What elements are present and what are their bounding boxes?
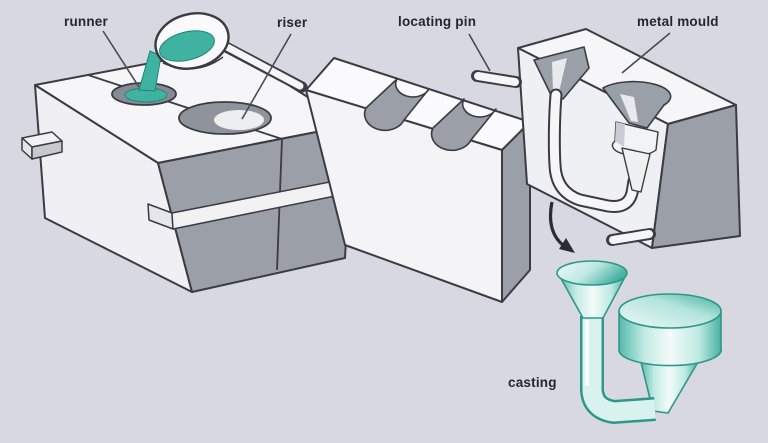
mould-half-block [305,57,531,303]
metal-mould-end-face [651,104,741,249]
cavity-runner-funnel-highlight [552,58,567,92]
mould-half-end-face [501,121,531,303]
locating-pin-label: locating pin [398,14,476,29]
casting-funnel-top [556,260,628,286]
cavity-gate-cone [621,147,651,193]
flow-arrow-shaft [548,201,566,248]
ladle-handle [223,43,304,90]
riser-hole-highlight [214,110,264,130]
casting-disc-top [618,293,722,329]
casting-tube [582,314,656,422]
runner-leader-line [102,30,140,88]
runner-half-notch [363,78,430,132]
riser-half-notch [430,98,497,152]
metal-mould-block [471,28,741,249]
side-lug-front [31,140,63,160]
casting-label: casting [508,375,557,390]
ladle-rim-line [162,56,224,70]
flow-arrow-icon [548,201,575,253]
ladle-molten-metal [159,30,215,62]
flow-arrow-head [559,238,575,253]
riser-label: riser [277,15,308,30]
cavity-disc-shading [615,122,625,147]
pouring-ladle [154,12,308,93]
locating-pin-leader-line [468,33,491,72]
metal-mould-label: metal mould [637,14,719,29]
cavity-channel [549,90,639,211]
riser-leader-line [241,33,292,120]
finished-casting [556,260,723,425]
cavity-riser-funnel [602,80,672,129]
leader-lines [102,30,671,120]
metal-mould-leader-line [621,32,671,74]
molten-metal-pour [124,50,168,103]
locating-pin-bottom [609,230,653,244]
locating-pin-left [474,72,519,86]
runner-label: runner [64,14,109,29]
cavity-riser-funnel-highlight [620,94,638,122]
